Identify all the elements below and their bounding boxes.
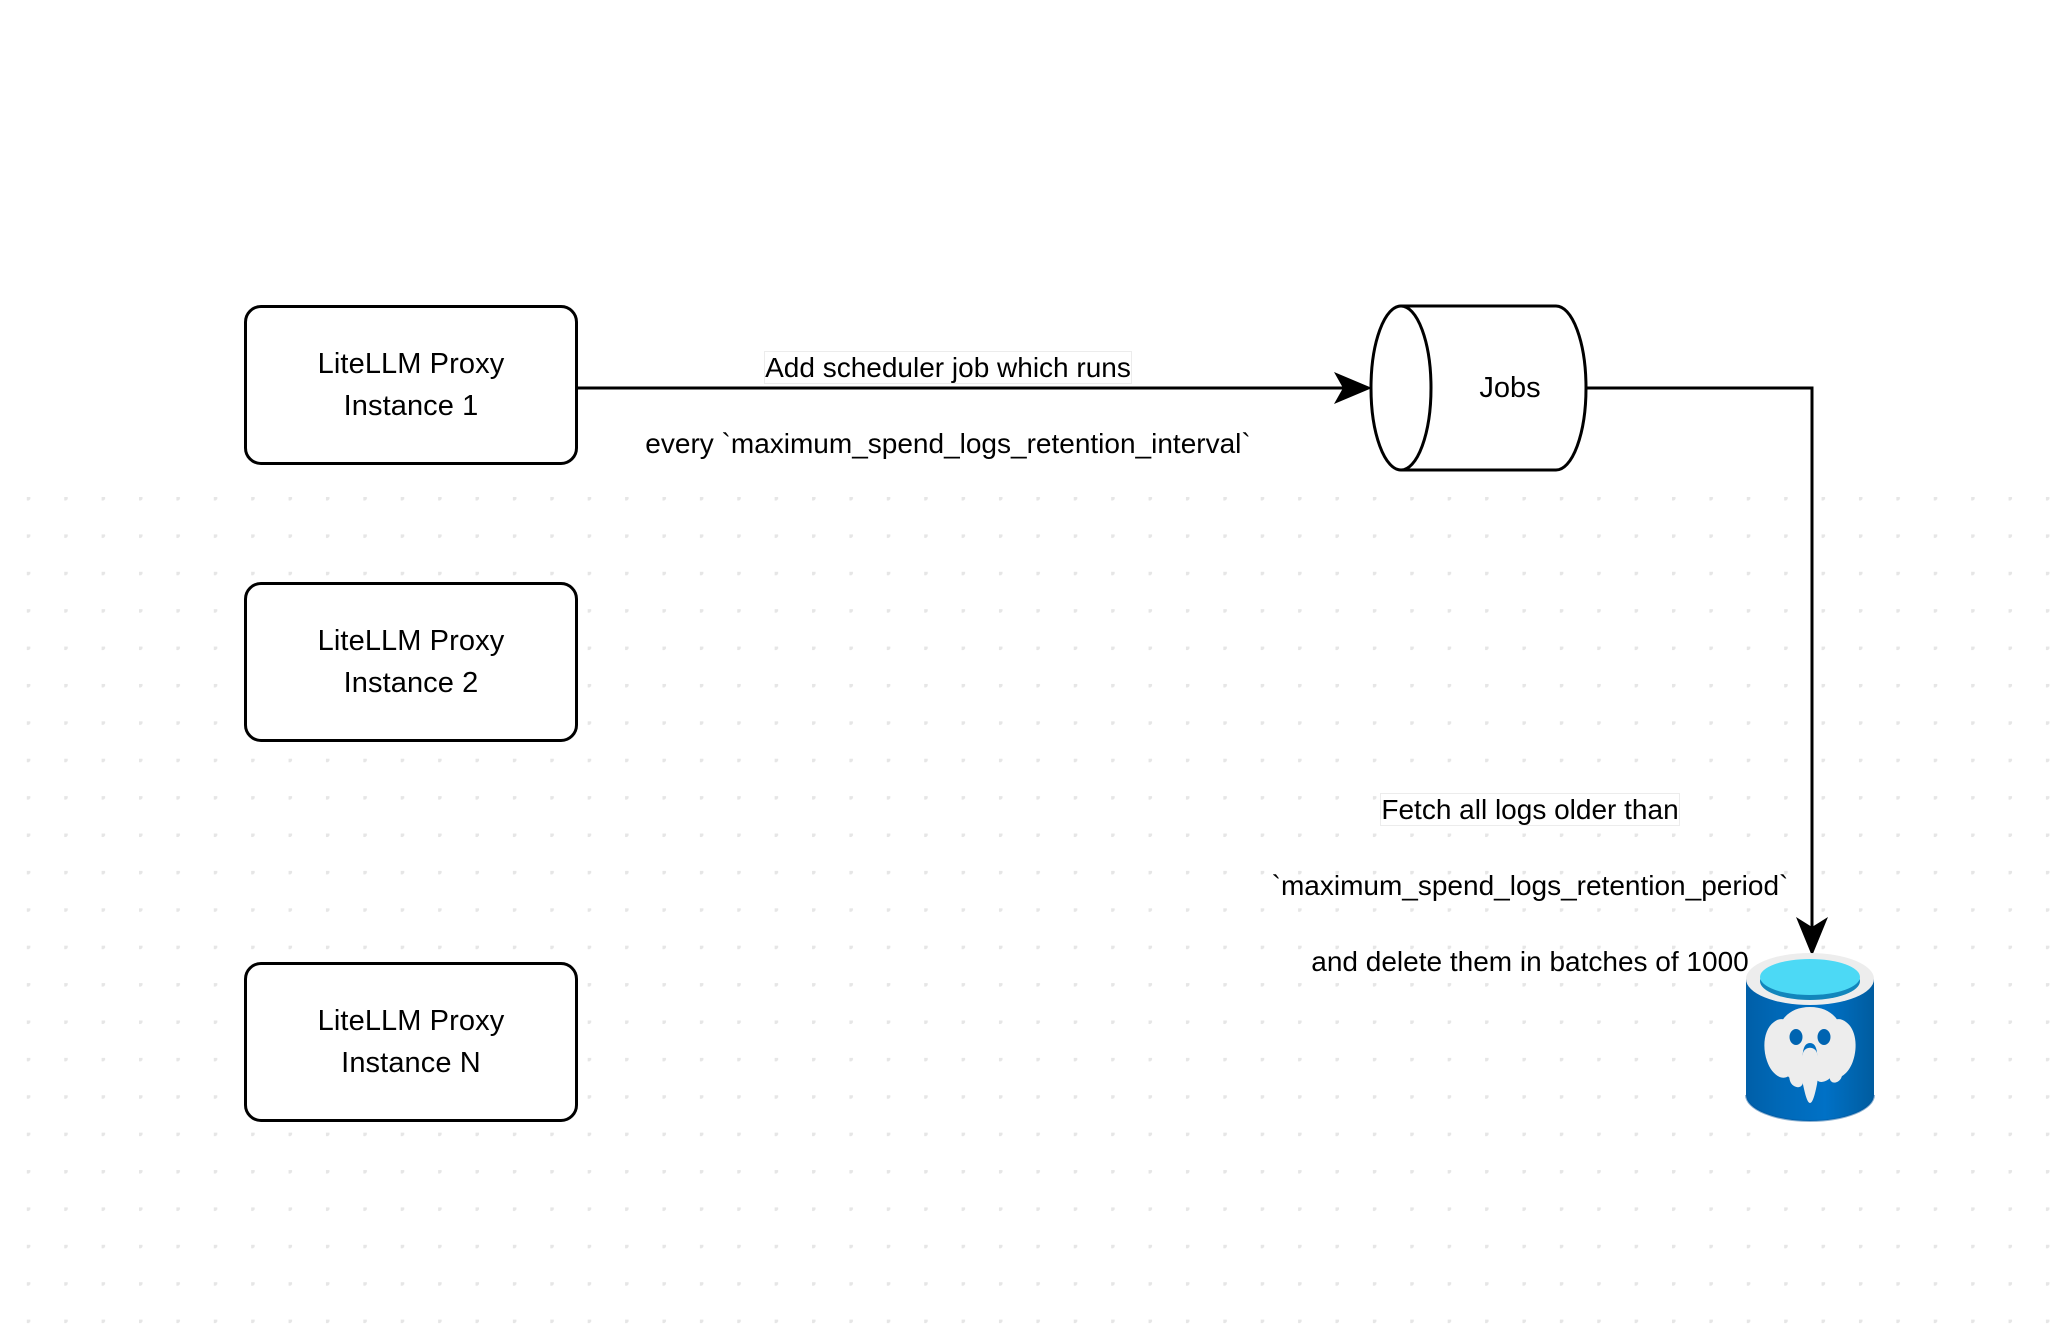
node-litellm-proxy-instance-2[interactable]: LiteLLM Proxy Instance 2 <box>244 582 578 742</box>
edge-label-line-2: `maximum_spend_logs_retention_period` <box>1271 870 1789 901</box>
edge-label-line-2: every `maximum_spend_logs_retention_inte… <box>645 428 1251 459</box>
node-jobs-queue[interactable]: Jobs <box>1368 303 1590 473</box>
node-label: Jobs <box>1479 371 1541 404</box>
node-postgres-database[interactable] <box>1744 949 1876 1125</box>
node-litellm-proxy-instance-1[interactable]: LiteLLM Proxy Instance 1 <box>244 305 578 465</box>
cylinder-shape-icon <box>1369 304 1588 472</box>
arrow-head-icon <box>1334 372 1372 404</box>
edge-label-line-1-text: Fetch all logs older than <box>1381 794 1679 825</box>
edge-label-add-scheduler-job: Add scheduler job which runs every `maxi… <box>598 311 1298 501</box>
node-label: LiteLLM Proxy Instance 2 <box>317 625 505 699</box>
edge-label-line-1: Add scheduler job which runs <box>598 349 1298 387</box>
edge-label-line-3: and delete them in batches of 1000 <box>1311 946 1749 977</box>
edge-label-line-1-text: Add scheduler job which runs <box>765 352 1131 383</box>
node-litellm-proxy-instance-n[interactable]: LiteLLM Proxy Instance N <box>244 962 578 1122</box>
elephant-mark-icon <box>1764 1007 1856 1103</box>
postgresql-icon <box>1745 953 1875 1122</box>
node-label: LiteLLM Proxy Instance 1 <box>317 348 505 422</box>
node-label: LiteLLM Proxy Instance N <box>317 1005 505 1079</box>
edge-label-line-1: Fetch all logs older than <box>1245 791 1815 829</box>
elephant-eyes-icon <box>1789 1029 1831 1045</box>
edge-label-fetch-delete-logs: Fetch all logs older than `maximum_spend… <box>1245 753 1815 1019</box>
